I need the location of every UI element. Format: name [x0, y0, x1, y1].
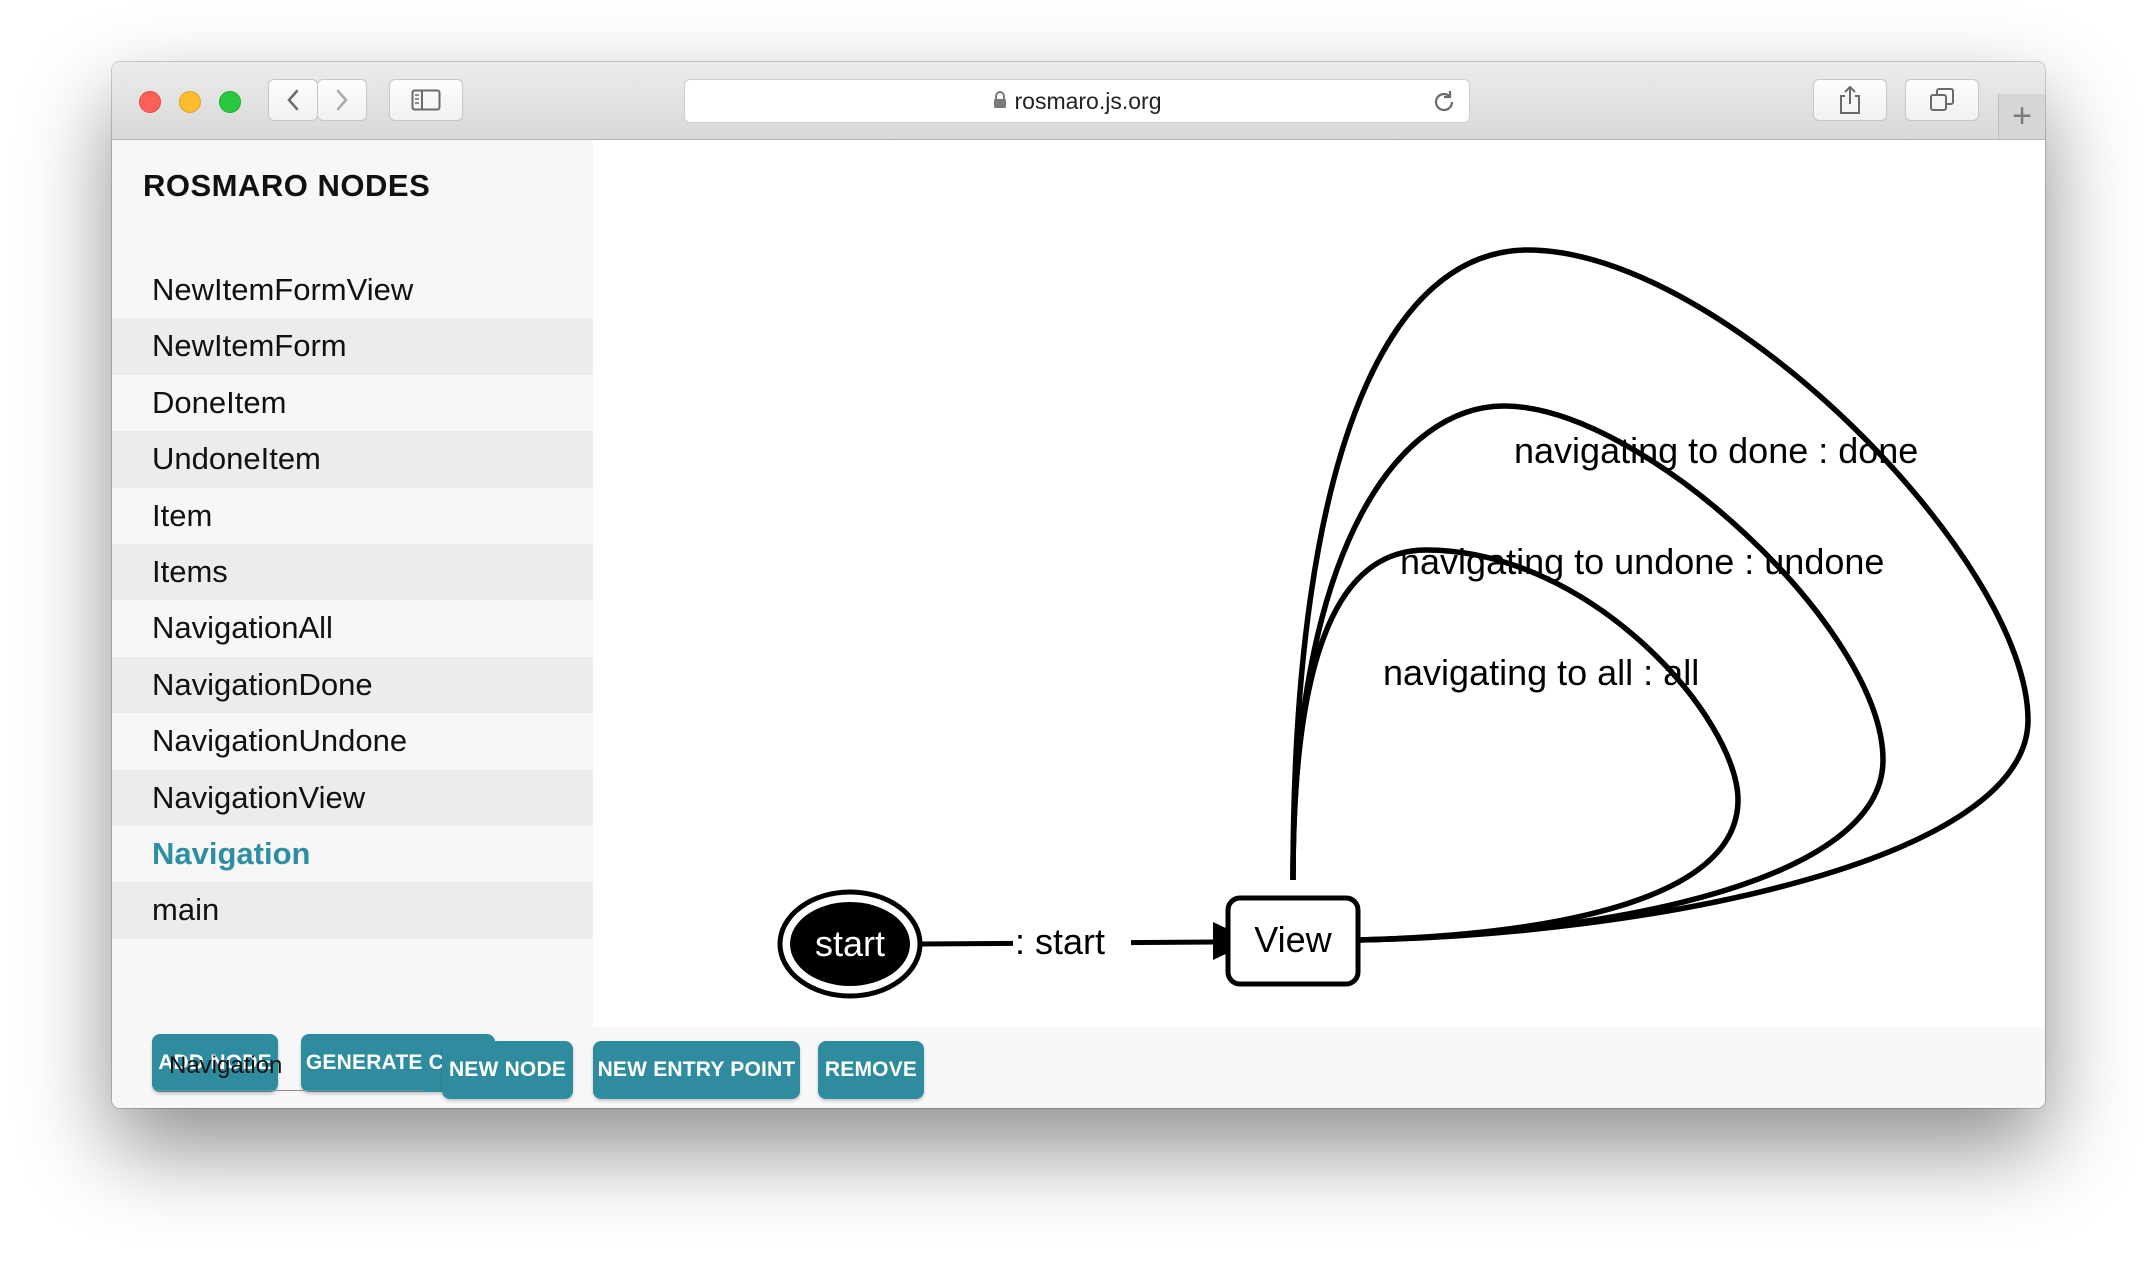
- node-item-main[interactable]: main: [112, 882, 593, 939]
- node-item-navigation[interactable]: Navigation: [152, 835, 311, 871]
- edge-done: [1290, 247, 2031, 943]
- minimize-window-button[interactable]: [179, 91, 201, 113]
- node-list: NewItemFormView NewItemForm DoneItem Und…: [112, 262, 593, 939]
- back-button[interactable]: [268, 79, 318, 121]
- new-node-button[interactable]: NEW NODE: [442, 1041, 573, 1099]
- edge-all: [1290, 547, 1741, 943]
- node-item-navigationview[interactable]: NavigationView: [112, 769, 593, 826]
- graph-canvas[interactable]: start View : start navigating to done : …: [593, 140, 2045, 1027]
- zoom-window-button[interactable]: [219, 91, 241, 113]
- tabs-overview-button[interactable]: [1905, 79, 1979, 121]
- reload-icon[interactable]: [1431, 89, 1457, 120]
- state-graph: start View : start navigating to done : …: [777, 247, 2031, 999]
- nodes-sidebar: ROSMARO NODES NewItemFormView NewItemFor…: [112, 140, 593, 1108]
- forward-button[interactable]: [317, 79, 367, 121]
- node-item-navigationdone[interactable]: NavigationDone: [112, 656, 593, 714]
- node-item-newitemformview[interactable]: NewItemFormView: [152, 272, 414, 307]
- sidebar-title: ROSMARO NODES: [143, 168, 431, 203]
- chevron-right-icon: [336, 89, 348, 111]
- node-item-newitemform[interactable]: NewItemForm: [112, 318, 593, 375]
- address-bar[interactable]: rosmaro.js.org: [684, 79, 1470, 123]
- browser-toolbar: rosmaro.js.org +: [112, 62, 2045, 140]
- node-name-input[interactable]: [157, 1041, 425, 1091]
- plus-icon: +: [2012, 97, 2032, 135]
- share-icon: [1840, 85, 1860, 114]
- start-node[interactable]: [790, 902, 910, 986]
- view-node-label: View: [1254, 919, 1332, 960]
- new-entry-point-button[interactable]: NEW ENTRY POINT: [593, 1041, 800, 1099]
- bottom-bar: [593, 1027, 2045, 1108]
- node-item-undoneitem[interactable]: UndoneItem: [112, 431, 593, 488]
- node-item-item[interactable]: Item: [152, 497, 213, 533]
- edge-undone: [1290, 403, 1886, 943]
- view-node[interactable]: [1225, 895, 1361, 987]
- sidebar-toggle-button[interactable]: [389, 79, 463, 121]
- edge-undone-label: navigating to undone : undone: [1400, 541, 1884, 582]
- share-button[interactable]: [1813, 79, 1887, 121]
- address-text: rosmaro.js.org: [685, 80, 1469, 122]
- start-node-label: start: [815, 923, 885, 964]
- close-window-button[interactable]: [139, 91, 161, 113]
- node-item-items[interactable]: Items: [112, 543, 593, 601]
- remove-button[interactable]: REMOVE: [818, 1041, 924, 1099]
- lock-icon: [993, 88, 1007, 115]
- new-tab-button[interactable]: +: [1998, 94, 2045, 139]
- edge-all-label: navigating to all : all: [1383, 652, 1699, 693]
- node-item-doneitem[interactable]: DoneItem: [152, 384, 287, 420]
- node-item-navigationall[interactable]: NavigationAll: [152, 610, 333, 646]
- edge-done-label: navigating to done : done: [1514, 430, 1918, 471]
- url-text: rosmaro.js.org: [1014, 87, 1162, 114]
- browser-window: rosmaro.js.org + ROSMARO NODES NewItemFo…: [112, 62, 2045, 1108]
- edge-start-label-bg: [1013, 920, 1131, 962]
- sidebar-icon: [411, 89, 441, 111]
- node-item-navigationundone[interactable]: NavigationUndone: [152, 723, 408, 759]
- chevron-left-icon: [287, 89, 299, 111]
- edge-start-label: : start: [1015, 921, 1105, 962]
- tabs-icon: [1930, 88, 1954, 111]
